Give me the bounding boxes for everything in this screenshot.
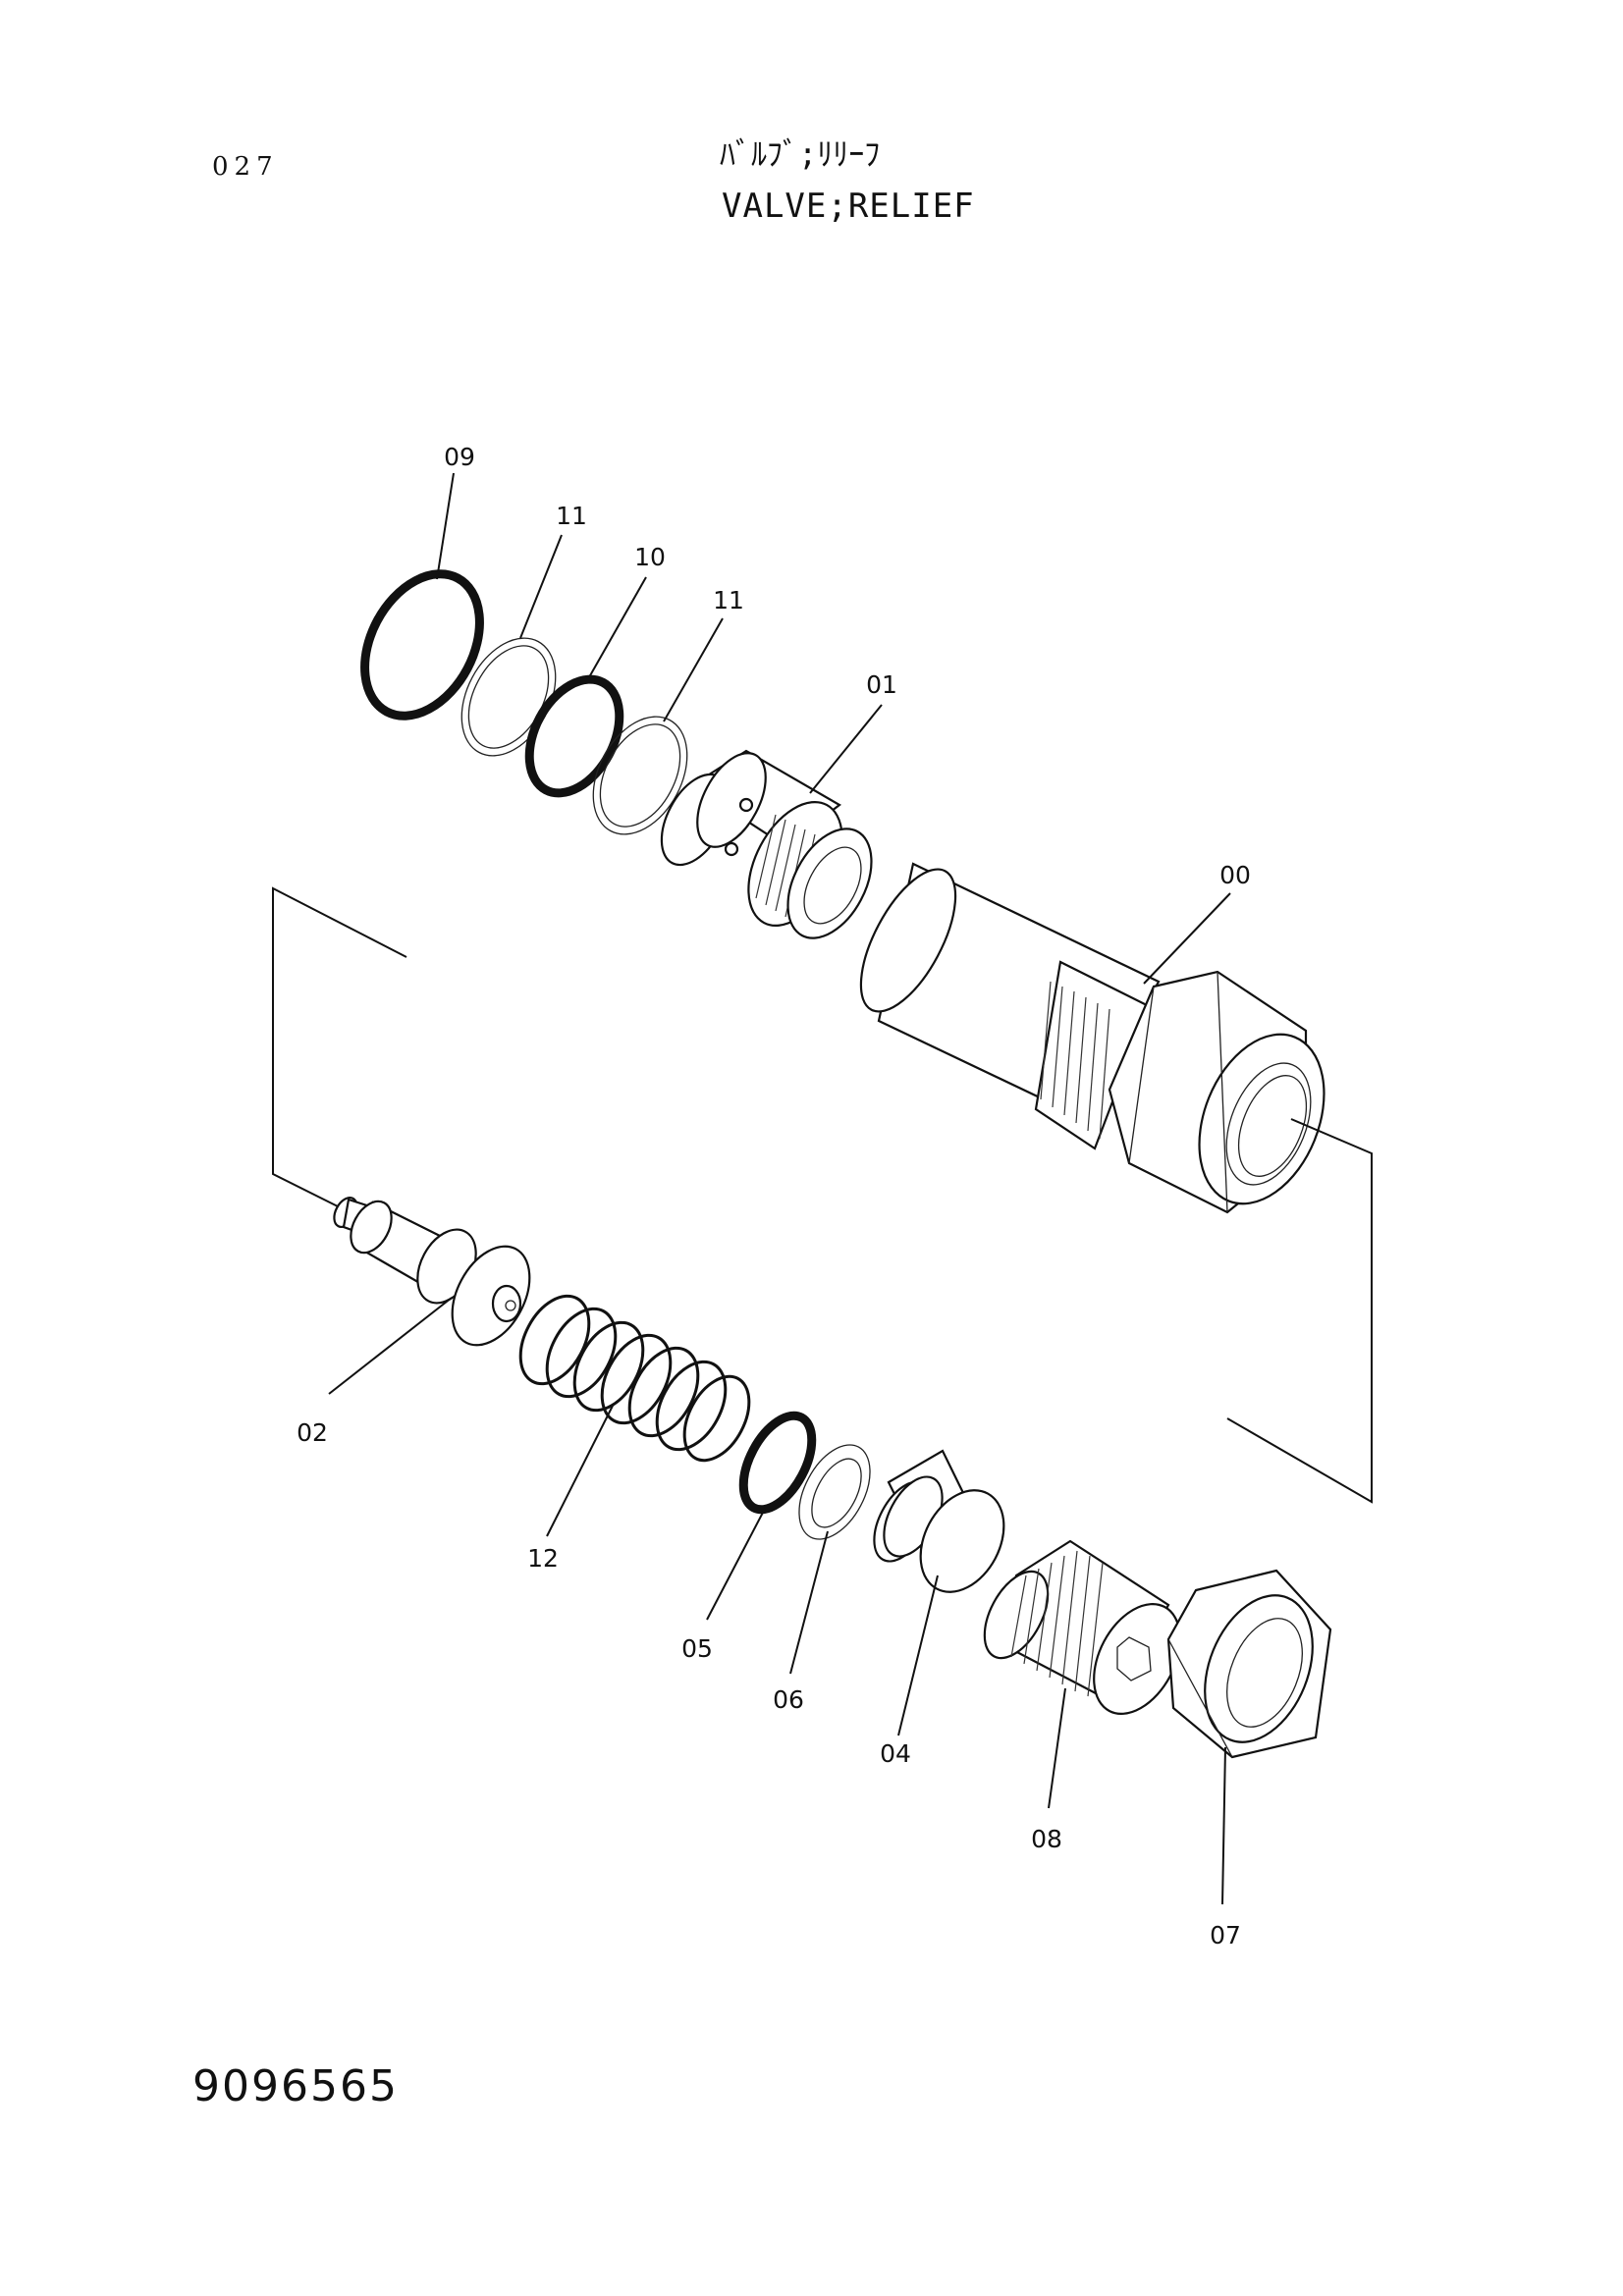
part-10-o-ring [524,674,624,798]
part-01-seat [660,749,873,939]
label-00: 00 [1219,861,1251,889]
label-10: 10 [634,543,666,571]
part-12-spring [518,1294,751,1463]
part-00-valve-body [859,862,1325,1214]
part-02-poppet [333,1197,531,1347]
part-11-backup-ring-b [592,716,688,835]
part-labels: 09 11 10 11 01 00 02 12 05 06 04 08 07 [297,443,1251,1949]
part-07-nut [1166,1569,1332,1759]
leader-lines [328,472,1231,1905]
label-04: 04 [880,1739,911,1768]
page-number: 027 [212,152,279,182]
part-05-o-ring [738,1411,817,1515]
label-02: 02 [297,1418,328,1447]
label-01: 01 [866,670,897,699]
label-12: 12 [527,1544,559,1573]
label-11-a: 11 [556,502,587,530]
label-11-b: 11 [713,586,744,614]
label-07: 07 [1210,1921,1241,1949]
label-05: 05 [681,1634,713,1663]
label-08: 08 [1031,1825,1062,1853]
part-04-piston [873,1449,1005,1593]
drawing-number: 9096565 [192,2061,399,2111]
label-06: 06 [773,1685,804,1714]
part-08-plug [983,1539,1181,1715]
title-japanese: ﾊﾞﾙﾌﾞ;ﾘﾘｰﾌ [720,135,881,173]
label-09: 09 [444,443,475,471]
title-english: VALVE;RELIEF [722,187,975,226]
part-06-backup-ring [798,1444,871,1540]
assembly-guide-lines [272,886,1373,1504]
part-09-o-ring [360,569,484,721]
